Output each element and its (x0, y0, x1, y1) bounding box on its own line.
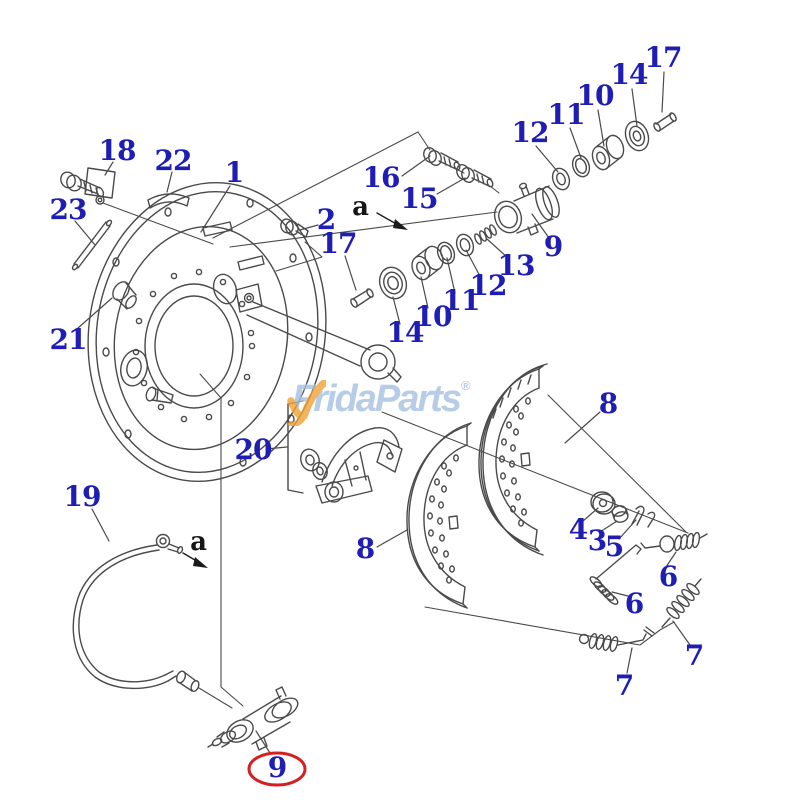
brake-shoe-right (478, 363, 548, 556)
part-label-6: 6 (624, 587, 645, 620)
highlight-circle (247, 751, 307, 787)
watermark-check-icon (287, 380, 326, 426)
bolt-18-assembly (60, 167, 214, 245)
bolt-16 (423, 146, 461, 171)
part-label-15: 15 (400, 182, 439, 215)
watermark-text-right: Parts (374, 378, 462, 420)
part-label-19: 19 (63, 480, 102, 513)
part-label-9-highlighted: 9 (267, 751, 288, 784)
anchor-axis-lines (381, 394, 689, 646)
boot-14-low (378, 266, 408, 300)
brake-shoe-left (406, 422, 472, 609)
ref-arrow-top (376, 212, 408, 230)
plug-21 (112, 281, 137, 310)
watermark-registered-mark: ® (460, 378, 471, 393)
return-spring-7-upper (661, 578, 702, 628)
part-label-7: 7 (614, 669, 635, 702)
part-label-17: 17 (644, 41, 683, 74)
wheel-cylinder-top (493, 182, 560, 236)
bolt-2 (275, 218, 323, 272)
cup-12-top (551, 167, 571, 191)
return-spring-6-lower (589, 544, 642, 605)
part-label-9: 9 (543, 230, 564, 263)
bolt-15 (456, 163, 494, 188)
strip-22 (147, 193, 190, 209)
piston-10-low (411, 245, 444, 281)
brake-hose-19 (72, 533, 233, 709)
adjuster-axis-lines (212, 131, 500, 248)
leader-lines (74, 71, 691, 754)
part-label-16: 16 (362, 161, 401, 194)
part-label-22: 22 (154, 144, 193, 177)
part-label-23: 23 (49, 193, 88, 226)
spring-13 (474, 224, 497, 245)
watermark: Frida Parts ® (287, 378, 471, 426)
backing-plate (87, 182, 327, 482)
part-label-14: 14 (610, 58, 649, 91)
boot-14-top (624, 120, 650, 152)
part-label-3: 3 (587, 524, 608, 557)
part-label-17: 17 (319, 227, 358, 260)
part-label-5: 5 (604, 530, 625, 563)
part-label-4: 4 (568, 513, 589, 546)
nut-3 (611, 505, 629, 523)
return-spring-7-lower (578, 626, 655, 652)
pin-17-top (653, 112, 677, 132)
cup-12-low (455, 233, 475, 257)
part-label-7: 7 (684, 639, 705, 672)
piston-10-top (591, 134, 625, 171)
part-label-8: 8 (598, 387, 619, 420)
part-label-12: 12 (511, 116, 550, 149)
ring-11-low (436, 241, 456, 265)
pin-17-left (350, 288, 374, 308)
cotter-pin-5 (631, 505, 656, 528)
art (60, 71, 708, 754)
ring-11-top (571, 154, 591, 178)
wheel-cylinder-bottom (207, 686, 299, 751)
part-label-a: a (352, 192, 369, 222)
lever-arm (246, 301, 402, 383)
part-label-8: 8 (355, 532, 376, 565)
locator-line (199, 373, 244, 707)
part-label-10: 10 (414, 300, 453, 333)
part-label-21: 21 (49, 323, 88, 356)
washer-4 (590, 491, 616, 515)
part-label-12: 12 (469, 269, 508, 302)
ref-arrow-bottom (182, 552, 208, 568)
return-spring-6-upper (640, 531, 708, 553)
part-label-20: 20 (234, 433, 273, 466)
part-label-1: 1 (224, 156, 245, 189)
part-label-18: 18 (98, 134, 137, 167)
part-label-11: 11 (442, 284, 481, 317)
part-label-14: 14 (386, 316, 425, 349)
part-label-11: 11 (547, 98, 586, 131)
part-label-13: 13 (497, 249, 536, 282)
part-label-10: 10 (576, 79, 615, 112)
part-label-6: 6 (658, 560, 679, 593)
part-label-a: a (190, 527, 207, 557)
rod-23 (71, 219, 113, 271)
part-label-2: 2 (316, 203, 337, 236)
